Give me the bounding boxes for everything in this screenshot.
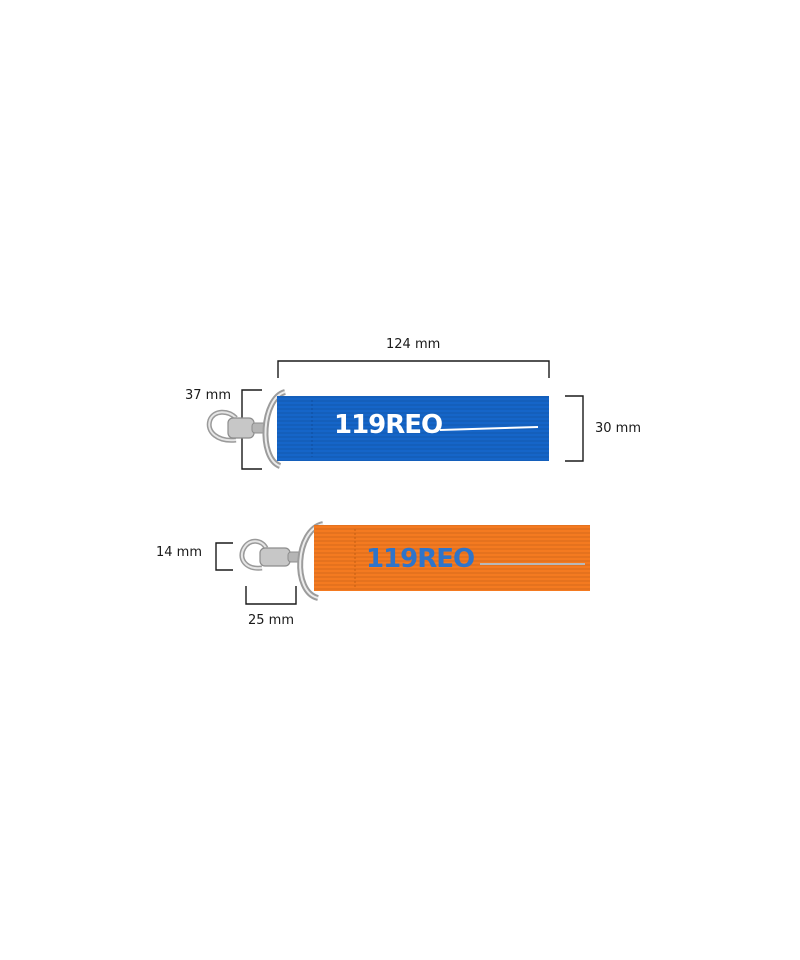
orange-clasp-hook <box>239 538 303 571</box>
hook-width-bracket <box>245 586 297 605</box>
length-label: 124 mm <box>386 337 441 352</box>
blue-keychain <box>206 389 549 469</box>
blue-clasp-hook <box>206 409 267 443</box>
strap-height-bracket <box>565 395 584 462</box>
ring-height-label: 37 mm <box>185 388 232 403</box>
hook-height-bracket <box>215 542 233 571</box>
hook-width-label: 25 mm <box>248 613 295 628</box>
length-bracket <box>277 360 550 378</box>
orange-strap-logo: 119REO <box>366 544 475 574</box>
blue-stripe <box>439 426 539 431</box>
strap-height-label: 30 mm <box>595 421 642 436</box>
hook-height-label: 14 mm <box>156 545 203 560</box>
blue-strap-logo: 119REO <box>334 410 443 440</box>
orange-keychain <box>239 521 590 601</box>
dimension-lines <box>215 360 584 605</box>
